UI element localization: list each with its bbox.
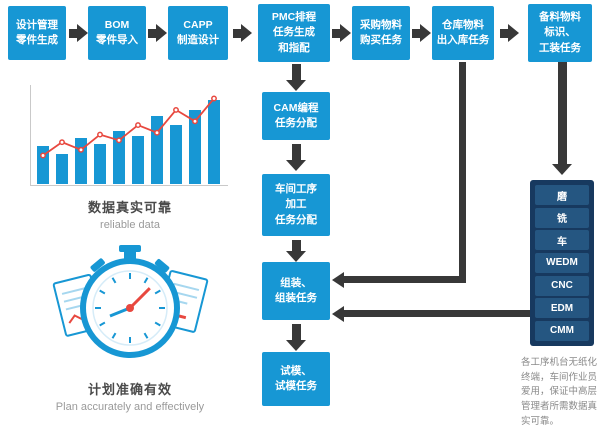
chart-caption: 数据真实可靠 <box>87 200 172 215</box>
flow-box-pmc: PMC排程 任务生成 和指配 <box>258 4 330 62</box>
arrow-left-icon <box>332 306 344 322</box>
connector-machines-horizontal <box>344 310 530 317</box>
arrow-right-icon <box>500 24 519 42</box>
chart-bar <box>170 125 182 184</box>
chart-bar <box>56 154 68 184</box>
arrow-right-icon <box>412 24 431 42</box>
arrow-right-icon <box>233 24 252 42</box>
machine-row-grinding: 磨 <box>535 185 589 206</box>
chart-bar <box>208 100 220 184</box>
arrow-down-icon <box>286 324 306 351</box>
flow-box-assembly: 组装、 组装任务 <box>262 262 330 320</box>
connector-warehouse-vertical <box>459 62 466 283</box>
plan-caption: 计划准确有效 <box>87 382 172 397</box>
bar-group <box>37 89 220 184</box>
machine-row-milling: 铣 <box>535 207 589 228</box>
machine-row-cmm: CMM <box>535 320 589 341</box>
chart-bar <box>189 110 201 184</box>
stopwatch-illustration <box>52 245 209 358</box>
flow-box-bom: BOM 零件导入 <box>88 6 146 60</box>
chart-bar <box>113 131 125 184</box>
machine-row-edm: EDM <box>535 298 589 319</box>
chart-bar <box>94 144 106 184</box>
chart-bar <box>132 136 144 184</box>
arrow-down-icon <box>286 144 306 171</box>
arrow-right-icon <box>148 24 167 42</box>
flow-box-design: 设计管理 零件生成 <box>8 6 66 60</box>
chart-caption-en: reliable data <box>100 219 160 231</box>
stopwatch-button-icon <box>124 250 136 260</box>
chart-bar <box>37 146 49 184</box>
flow-box-process: 车间工序 加工 任务分配 <box>262 174 330 236</box>
connector-warehouse-horizontal <box>344 276 466 283</box>
machine-row-turning: 车 <box>535 230 589 251</box>
arrow-right-icon <box>332 24 351 42</box>
arrow-down-icon <box>552 62 572 175</box>
flow-box-warehouse: 仓库物料 出入库任务 <box>432 6 494 60</box>
chart-bar <box>151 116 163 184</box>
machine-panel: 磨 铣 车 WEDM CNC EDM CMM <box>530 180 594 346</box>
terminal-note: 各工序机台无纸化终端，车间作业员爱用，保证中高层管理者所需数据真实可靠。 <box>521 357 598 427</box>
arrow-down-icon <box>286 64 306 91</box>
reliability-chart <box>30 85 228 186</box>
chart-line-svg <box>40 95 217 159</box>
flow-box-purchase: 采购物料 购买任务 <box>352 6 410 60</box>
clock-ticks <box>95 273 165 343</box>
machine-row-wedm: WEDM <box>535 252 589 274</box>
flow-box-stock: 备料物料 标识、 工装任务 <box>528 4 592 62</box>
machine-row-cnc: CNC <box>535 275 589 296</box>
flow-box-cam: CAM编程 任务分配 <box>262 92 330 140</box>
flow-box-capp: CAPP 制造设计 <box>168 6 228 60</box>
flow-box-trial: 试模、 试模任务 <box>262 352 330 406</box>
arrow-right-icon <box>69 24 88 42</box>
plan-caption-en: Plan accurately and effectively <box>55 401 205 413</box>
clock-hand-red <box>128 287 151 310</box>
arrow-down-icon <box>286 240 306 262</box>
arrow-left-icon <box>332 272 344 288</box>
